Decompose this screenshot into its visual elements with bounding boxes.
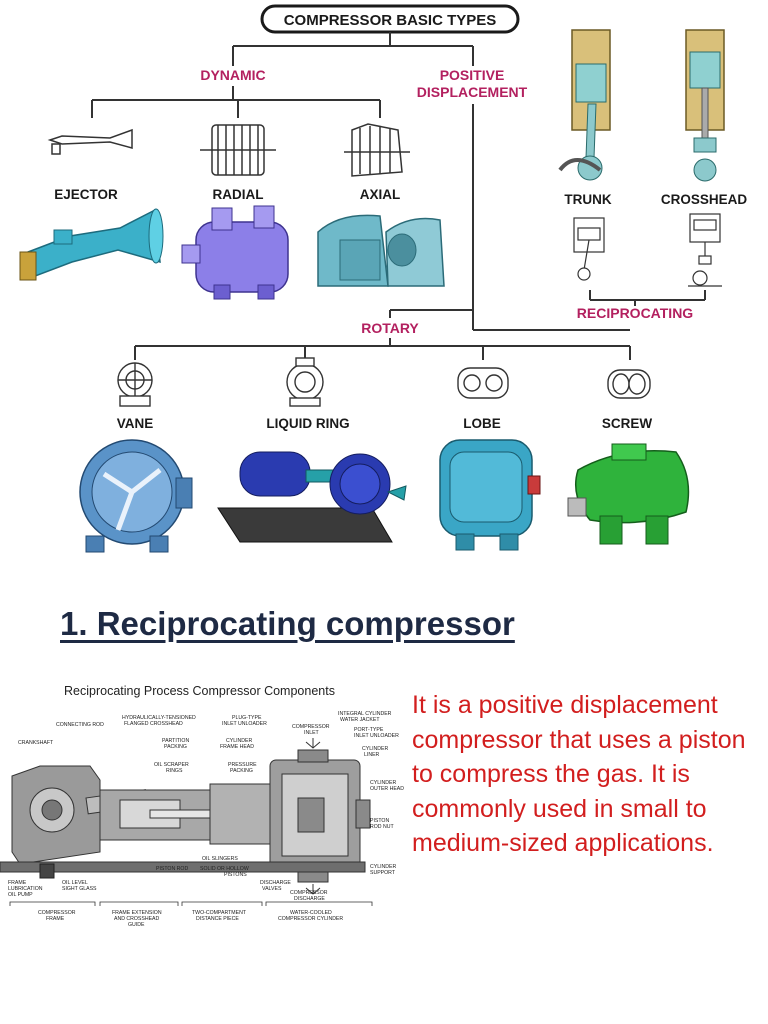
compressor-types-diagram: COMPRESSOR BASIC TYPES DYNAMIC POSITIVE … (19, 4, 748, 553)
svg-text:LUBRICATION: LUBRICATION (8, 886, 43, 892)
svg-text:COMPRESSOR: COMPRESSOR (38, 910, 76, 916)
vane-icon (117, 362, 153, 407)
type-screw: SCREW (602, 416, 653, 431)
svg-text:CYLINDER: CYLINDER (370, 864, 396, 870)
type-ejector: EJECTOR (54, 187, 118, 202)
svg-text:PISTON: PISTON (370, 818, 389, 824)
svg-text:PISTONS: PISTONS (224, 872, 247, 878)
svg-text:FRAME: FRAME (46, 916, 65, 922)
radial-icon (200, 124, 276, 176)
type-trunk: TRUNK (564, 192, 611, 207)
type-vane: VANE (117, 416, 154, 431)
svg-text:RINGS: RINGS (166, 768, 183, 774)
ejector-render (19, 208, 164, 281)
type-lobe: LOBE (463, 416, 501, 431)
category-displacement: DISPLACEMENT (417, 84, 528, 100)
svg-text:PISTON ROD: PISTON ROD (156, 866, 188, 872)
svg-text:CYLINDER: CYLINDER (362, 746, 388, 752)
svg-text:SOLID OR HOLLOW: SOLID OR HOLLOW (200, 866, 249, 872)
figure-title: Reciprocating Process Compressor Compone… (64, 684, 335, 698)
section-brackets (9, 901, 373, 906)
compressor-cutaway (0, 738, 371, 895)
callout-labels: CONNECTING ROD HYDRAULICALLY-TENSIONED F… (8, 711, 404, 928)
svg-text:DISCHARGE: DISCHARGE (294, 896, 325, 902)
type-radial: RADIAL (213, 187, 264, 202)
svg-text:OIL SLINGERS: OIL SLINGERS (202, 856, 238, 862)
svg-text:COMPRESSOR CYLINDER: COMPRESSOR CYLINDER (278, 916, 343, 922)
svg-text:WATER JACKET: WATER JACKET (340, 717, 380, 723)
description-text: It is a positive displacement compressor… (412, 691, 746, 857)
category-positive: POSITIVE (440, 67, 505, 83)
category-reciprocating: RECIPROCATING (577, 305, 694, 321)
svg-text:DISTANCE PIECE: DISTANCE PIECE (196, 916, 239, 922)
svg-text:CRANKSHAFT: CRANKSHAFT (18, 740, 54, 746)
svg-text:CYLINDER: CYLINDER (226, 738, 252, 744)
svg-text:SUPPORT: SUPPORT (370, 870, 396, 876)
svg-text:DISCHARGE: DISCHARGE (260, 880, 291, 886)
svg-text:FRAME: FRAME (8, 880, 27, 886)
screw-icon (607, 369, 651, 399)
crosshead-icon (688, 213, 722, 287)
svg-text:CYLINDER: CYLINDER (370, 780, 396, 786)
type-liquid-ring: LIQUID RING (266, 416, 349, 431)
svg-text:PARTITION: PARTITION (162, 738, 189, 744)
liquid-ring-icon (286, 357, 324, 407)
svg-text:ROD NUT: ROD NUT (370, 824, 394, 830)
type-axial: AXIAL (360, 187, 401, 202)
trunk-piston-render (558, 29, 611, 181)
screw-render (567, 443, 690, 545)
reciprocating-components-figure: Reciprocating Process Compressor Compone… (0, 684, 404, 928)
svg-text:HYDRAULICALLY-TENSIONED: HYDRAULICALLY-TENSIONED (122, 715, 196, 721)
svg-text:INLET UNLOADER: INLET UNLOADER (222, 721, 267, 727)
svg-text:PORT-TYPE: PORT-TYPE (354, 727, 384, 733)
svg-text:INTEGRAL CYLINDER: INTEGRAL CYLINDER (338, 711, 392, 717)
connector-lines (91, 32, 706, 360)
crosshead-piston-render (685, 29, 725, 182)
category-dynamic: DYNAMIC (200, 67, 265, 83)
svg-text:PACKING: PACKING (164, 744, 187, 750)
category-rotary: ROTARY (361, 320, 419, 336)
svg-text:GUIDE: GUIDE (128, 922, 145, 928)
svg-text:OIL LEVEL: OIL LEVEL (62, 880, 88, 886)
section-heading: 1. Reciprocating compressor (60, 605, 515, 642)
svg-text:INLET UNLOADER: INLET UNLOADER (354, 733, 399, 739)
svg-text:OUTER HEAD: OUTER HEAD (370, 786, 404, 792)
lobe-render (439, 439, 541, 551)
svg-text:WATER-COOLED: WATER-COOLED (290, 910, 332, 916)
vane-render (79, 439, 193, 553)
svg-text:LINER: LINER (364, 752, 380, 758)
svg-text:PACKING: PACKING (230, 768, 253, 774)
axial-render (317, 214, 445, 287)
svg-text:AND CROSSHEAD: AND CROSSHEAD (114, 916, 160, 922)
svg-text:CONNECTING ROD: CONNECTING ROD (56, 722, 104, 728)
svg-text:OIL PUMP: OIL PUMP (8, 892, 33, 898)
liquid-ring-render (217, 451, 407, 543)
svg-text:SIGHT GLASS: SIGHT GLASS (62, 886, 97, 892)
svg-text:INLET: INLET (304, 730, 320, 736)
svg-text:COMPRESSOR: COMPRESSOR (290, 890, 328, 896)
trunk-icon (573, 217, 605, 281)
svg-text:PRESSURE: PRESSURE (228, 762, 257, 768)
svg-text:PLUG-TYPE: PLUG-TYPE (232, 715, 262, 721)
svg-text:FRAME EXTENSION: FRAME EXTENSION (112, 910, 162, 916)
lobe-icon (457, 367, 509, 399)
svg-text:TWO-COMPARTMENT: TWO-COMPARTMENT (192, 910, 247, 916)
svg-text:FLANGED CROSSHEAD: FLANGED CROSSHEAD (124, 721, 183, 727)
svg-text:FRAME HEAD: FRAME HEAD (220, 744, 254, 750)
type-crosshead: CROSSHEAD (661, 192, 748, 207)
ejector-icon (47, 128, 133, 155)
axial-icon (344, 123, 410, 177)
svg-text:VALVES: VALVES (262, 886, 282, 892)
diagram-title: COMPRESSOR BASIC TYPES (284, 12, 497, 29)
radial-render (181, 205, 289, 300)
svg-text:OIL SCRAPER: OIL SCRAPER (154, 762, 189, 768)
svg-text:COMPRESSOR: COMPRESSOR (292, 724, 330, 730)
